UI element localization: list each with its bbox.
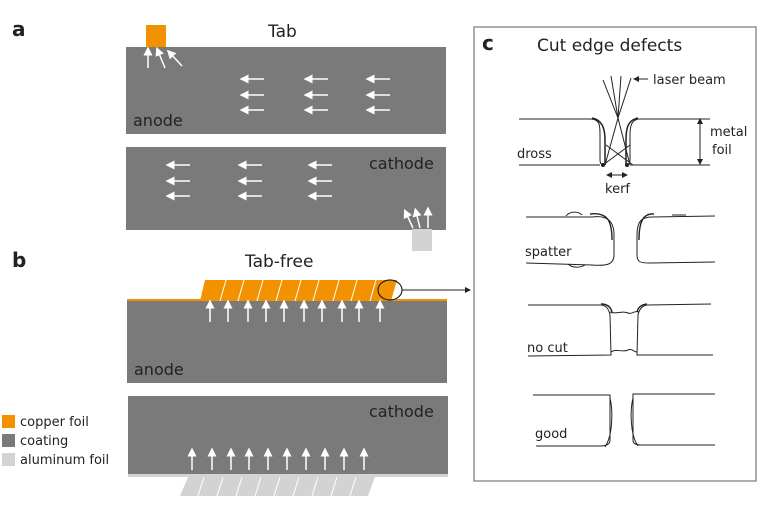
slit xyxy=(332,279,340,302)
defect-label-good: good xyxy=(535,427,567,442)
anode-label-a: anode xyxy=(133,111,183,130)
anode-coating-b xyxy=(127,301,447,383)
current-arrows-anode-b xyxy=(205,299,385,322)
defect-spatter-drawing xyxy=(525,211,716,268)
legend: copper foil coating aluminum foil xyxy=(2,415,109,468)
slit xyxy=(312,279,320,302)
current-arrow xyxy=(155,46,166,69)
copper-slits xyxy=(219,279,377,302)
current-arrow xyxy=(403,208,414,229)
slit xyxy=(254,476,262,497)
cathode-coating-b xyxy=(128,396,448,474)
metal-foil-label-line2: foil xyxy=(712,143,732,158)
anode-label-b: anode xyxy=(134,360,184,379)
aluminum-foil-edge xyxy=(128,474,448,477)
panel-c-title: Cut edge defects xyxy=(537,36,682,56)
anode-coating-a xyxy=(126,47,446,134)
slit xyxy=(349,476,357,497)
panel-b-title: Tab-free xyxy=(244,252,313,272)
panel-c-letter: c xyxy=(482,31,494,55)
panel-b-letter: b xyxy=(12,248,26,272)
slit xyxy=(235,476,243,497)
aluminum-tab xyxy=(412,229,432,251)
panel-c-frame xyxy=(473,26,757,482)
defect-good-drawing xyxy=(533,393,715,448)
legend-swatch-copper xyxy=(2,415,15,428)
metal-foil-label-line1: metal xyxy=(710,125,747,140)
slit xyxy=(275,279,283,302)
copper-tab xyxy=(146,25,166,47)
current-arrow xyxy=(412,207,422,229)
slit xyxy=(219,279,227,302)
kerf-label: kerf xyxy=(605,182,630,197)
panel-a-letter: a xyxy=(12,17,26,41)
slit xyxy=(330,476,338,497)
slit xyxy=(292,476,300,497)
slit xyxy=(350,279,358,302)
panel-a-title: Tab xyxy=(267,22,297,42)
defect-label-dross: dross xyxy=(517,147,552,162)
slit xyxy=(216,476,224,497)
slit xyxy=(311,476,319,497)
cathode-coating-a xyxy=(126,147,446,230)
slit xyxy=(369,279,377,302)
aluminum-slits xyxy=(197,476,357,497)
current-arrow xyxy=(166,49,183,67)
slit xyxy=(273,476,281,497)
laser-beam-label: laser beam xyxy=(653,73,726,88)
defect-dross-drawing xyxy=(519,75,710,178)
slit xyxy=(256,279,264,302)
current-arrows-cathode-b xyxy=(187,447,369,470)
defect-nocut-drawing xyxy=(527,303,713,357)
slit xyxy=(294,279,302,302)
current-arrows-anode-a xyxy=(143,46,390,115)
defect-label-spatter: spatter xyxy=(525,245,572,260)
slit xyxy=(237,279,245,302)
legend-label-copper: copper foil xyxy=(20,415,89,430)
legend-swatch-aluminum xyxy=(2,453,15,466)
legend-label-coating: coating xyxy=(20,434,68,449)
legend-swatch-coating xyxy=(2,434,15,447)
legend-label-aluminum: aluminum foil xyxy=(20,453,109,468)
slit xyxy=(197,476,205,497)
cathode-label-b: cathode xyxy=(369,402,434,421)
defect-label-nocut: no cut xyxy=(527,341,568,356)
current-arrows-cathode-a xyxy=(165,160,433,229)
cathode-label-a: cathode xyxy=(369,154,434,173)
